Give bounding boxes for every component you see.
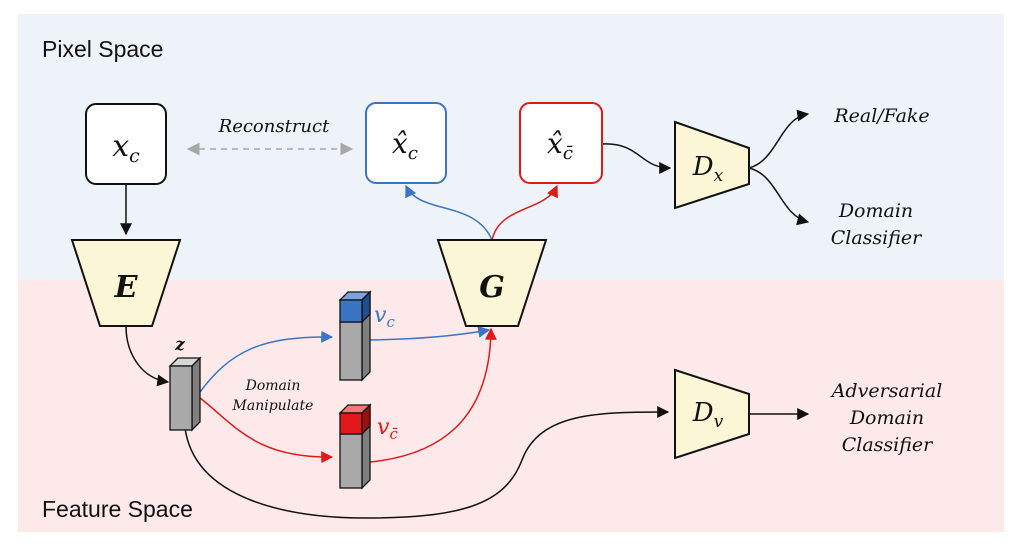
domain-manipulate-label-line1: Domain	[245, 378, 301, 394]
svg-text:Dx: Dx	[692, 152, 724, 186]
arrow-z-to-vcbar	[199, 397, 334, 464]
reconstructed-image-node: x̂c	[365, 102, 447, 184]
adversarial-classifier-label-line1: Adversarial	[830, 380, 943, 402]
input-image-node: xc	[85, 103, 167, 185]
latent-code-bar: z	[168, 335, 202, 432]
latent-code-label: z	[174, 335, 185, 355]
arrow-dx-to-real-fake	[748, 109, 810, 169]
reconstruct-label: Reconstruct	[218, 116, 330, 137]
arrow-z-to-dv	[184, 406, 670, 519]
real-fake-label: Real/Fake	[833, 105, 929, 127]
svg-text:vc: vc	[374, 303, 395, 331]
domain-manipulate-label-line2: Manipulate	[232, 398, 314, 414]
adversarial-classifier-label-line2: Domain	[849, 407, 924, 429]
arrow-encoder-to-z	[125, 325, 170, 387]
domain-classifier-label-line1: Domain	[838, 200, 913, 222]
pixel-space-region	[18, 14, 1004, 280]
svg-text:E: E	[114, 270, 139, 305]
translated-image-node: x̂c̄	[519, 102, 603, 184]
encoder-block: E	[70, 239, 182, 327]
svg-text:vc̄: vc̄	[377, 415, 398, 443]
feature-discriminator-block: Dv	[674, 368, 750, 460]
arrow-vcbar-to-generator	[369, 327, 497, 463]
arrow-vc-to-generator	[369, 325, 491, 341]
arrow-dx-to-domain-classifier	[748, 167, 810, 226]
arrow-generator-to-xhat-cbar	[491, 184, 558, 241]
svg-text:Dv: Dv	[692, 398, 724, 432]
svg-text:x̂c: x̂c	[392, 127, 418, 164]
target-domain-vector: vc̄	[338, 403, 398, 490]
image-discriminator-block: Dx	[674, 120, 750, 210]
svg-text:xc: xc	[112, 129, 140, 167]
arrow-generator-to-xhat-c	[405, 184, 493, 241]
arrow-xhat-cbar-to-dx	[601, 143, 672, 174]
generator-block: G	[436, 239, 548, 327]
svg-text:x̂c̄: x̂c̄	[547, 127, 573, 164]
pixel-space-label: Pixel Space	[42, 36, 163, 62]
domain-classifier-label-line2: Classifier	[831, 227, 923, 249]
svg-text:G: G	[479, 270, 505, 305]
feature-space-label: Feature Space	[42, 496, 193, 522]
source-domain-vector: vc	[338, 290, 395, 382]
arrow-z-to-vc	[199, 330, 334, 393]
adversarial-classifier-label-line3: Classifier	[842, 434, 934, 456]
